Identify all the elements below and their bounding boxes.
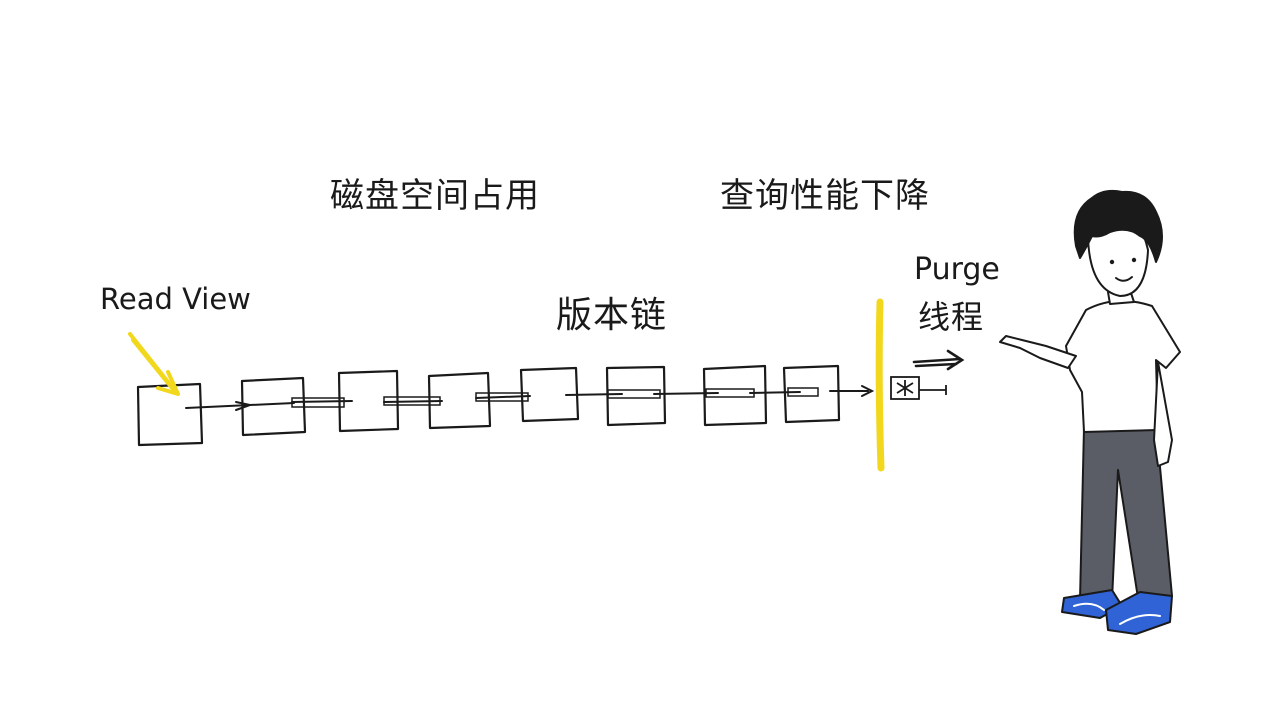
chain-node <box>702 364 768 427</box>
disk-space-label: 磁盘空间占用 <box>330 176 540 216</box>
version-chain-label: 版本链 <box>556 295 668 336</box>
purge-thread-label: 线程 <box>918 298 985 336</box>
person-pointing-icon <box>999 189 1181 635</box>
chain-node <box>427 371 492 430</box>
chain-node <box>519 366 580 423</box>
purge-label: Purge <box>914 252 1000 287</box>
chain-node <box>240 376 307 437</box>
chain-node <box>782 364 841 424</box>
chain-link <box>383 400 443 403</box>
purged-node <box>890 376 947 400</box>
query-performance-label: 查询性能下降 <box>720 176 930 216</box>
chain-link <box>565 393 623 396</box>
barrier-line <box>875 298 885 472</box>
chain-link <box>185 402 295 409</box>
chain-node <box>337 369 400 433</box>
purge-arrow-icon <box>912 349 965 371</box>
chain-link <box>291 400 353 403</box>
chain-link <box>749 391 801 394</box>
chain-links <box>185 385 875 411</box>
chain-nodes <box>136 364 841 447</box>
chain-node <box>136 382 204 447</box>
read-view-label: Read View <box>100 282 251 316</box>
chain-node <box>605 365 667 427</box>
yellow-arrow-icon <box>128 332 180 396</box>
